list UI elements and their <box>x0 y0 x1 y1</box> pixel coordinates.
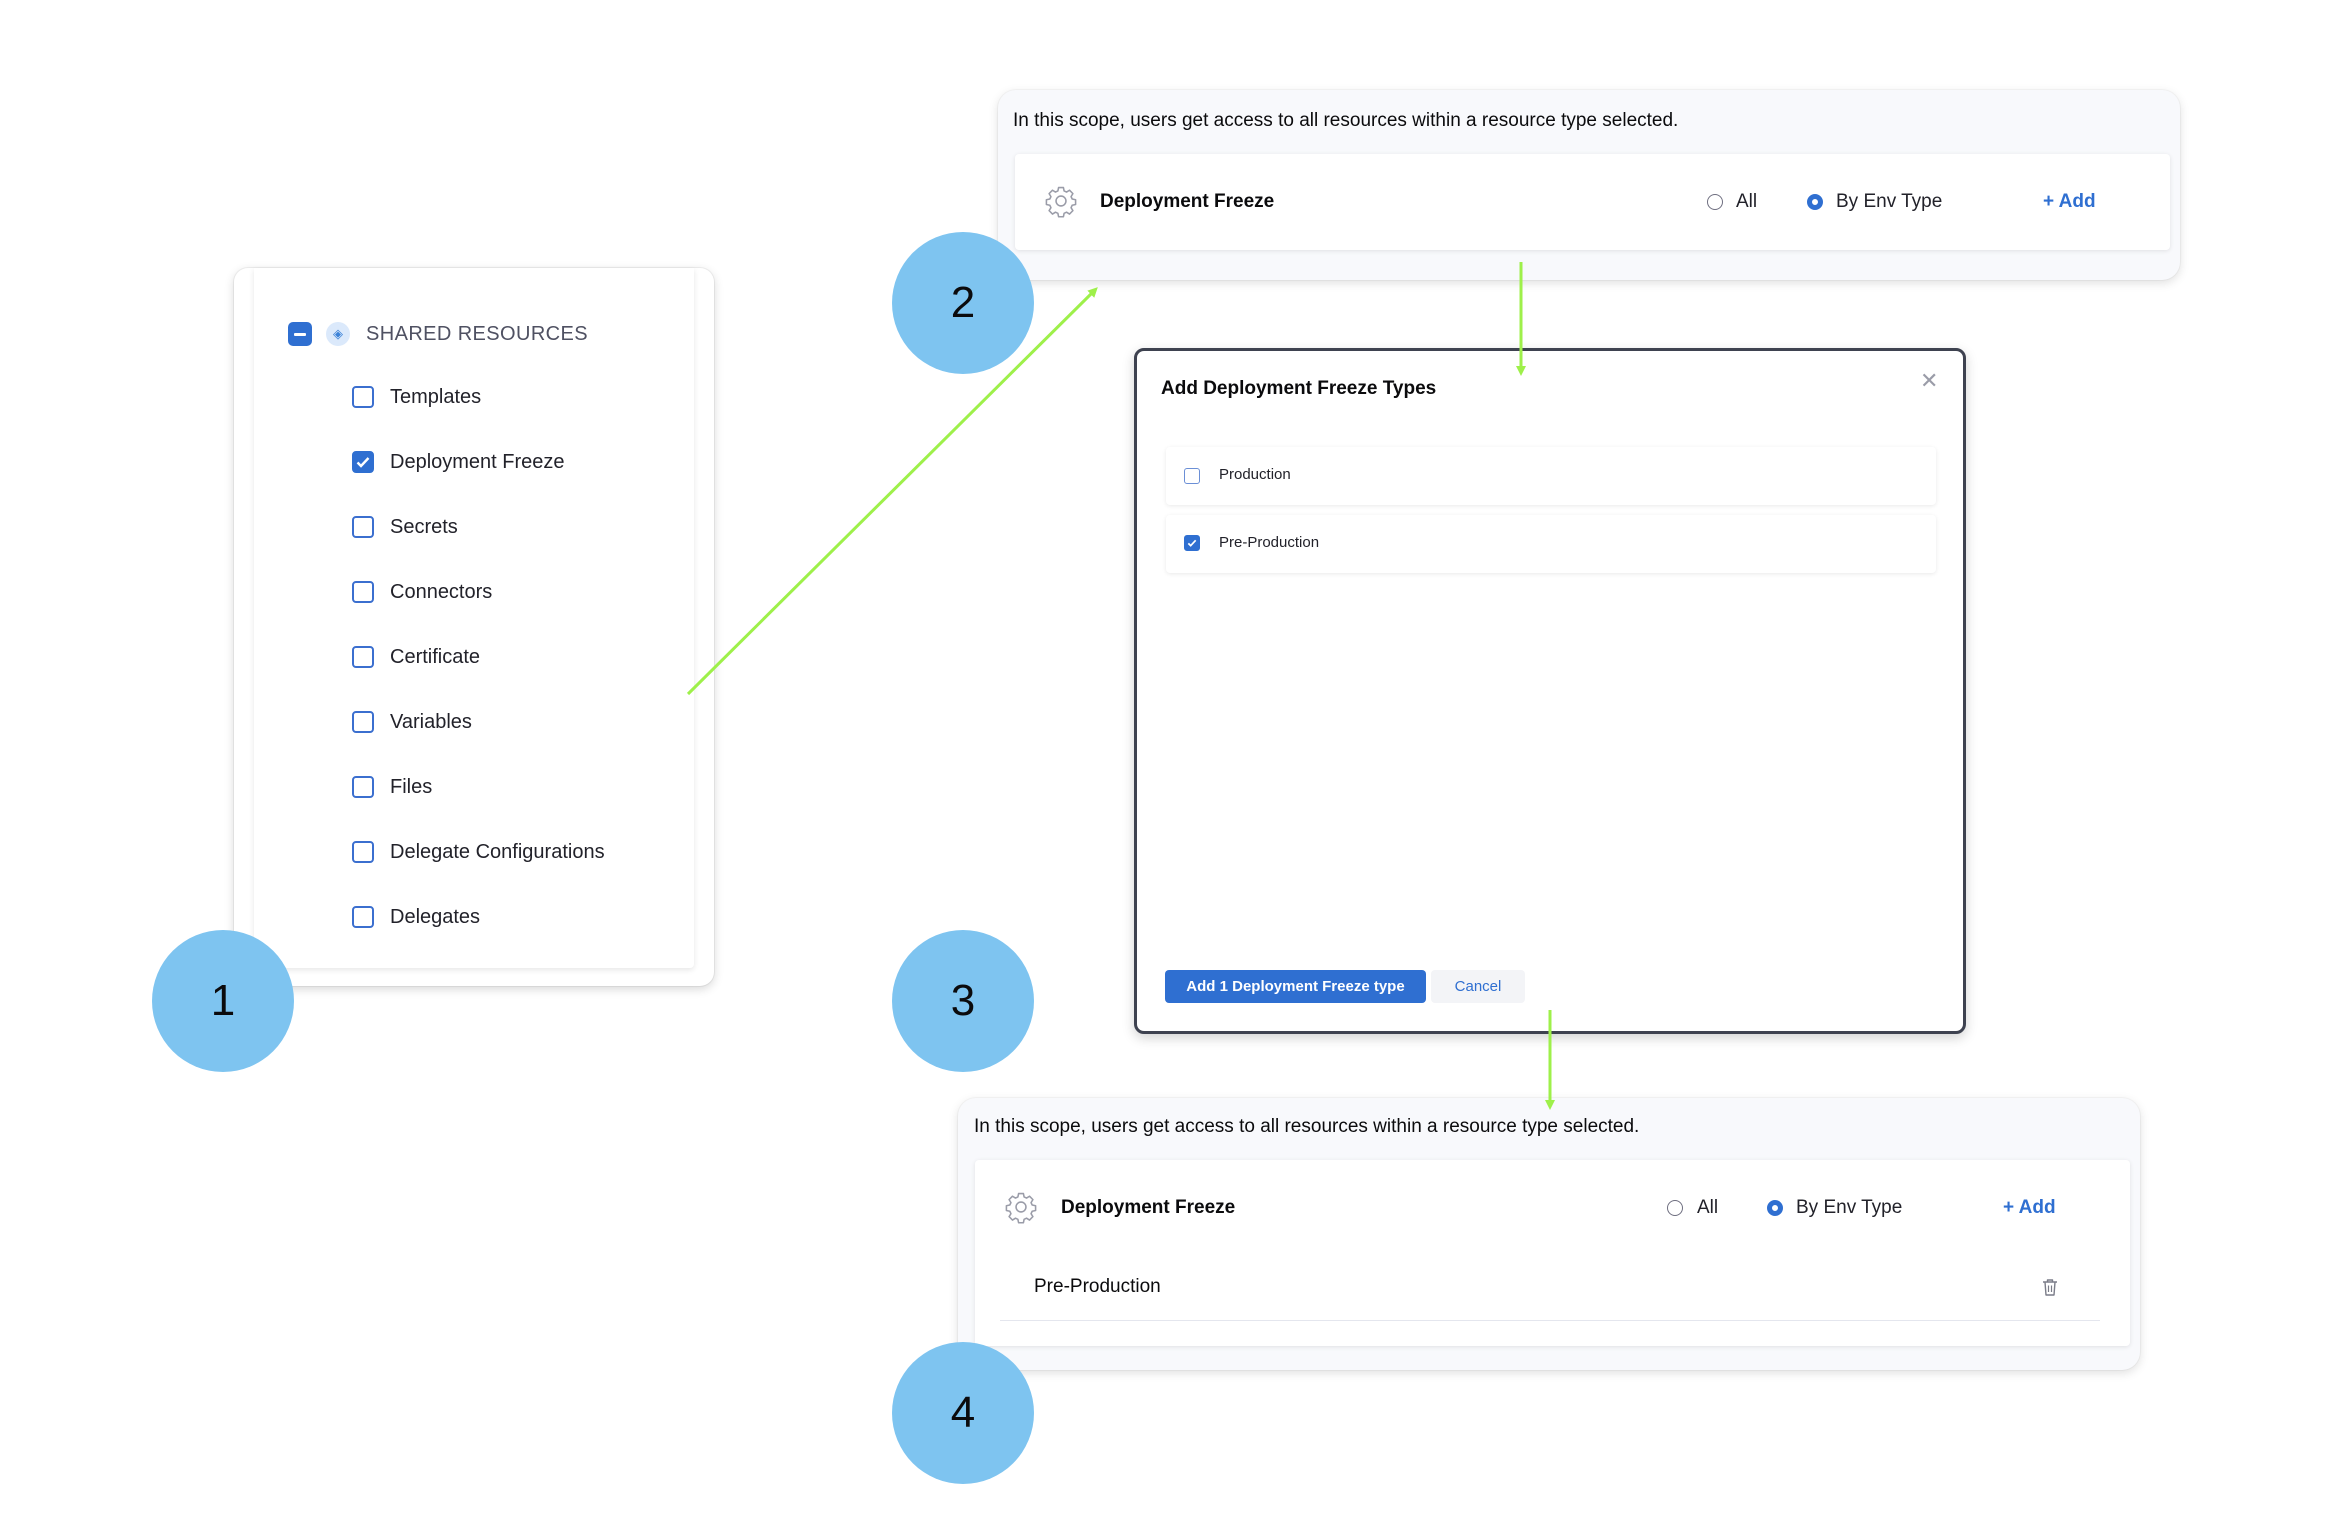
checkbox[interactable] <box>352 906 374 928</box>
shared-resources-list <box>254 268 694 968</box>
resource-item-label: Secrets <box>390 515 458 538</box>
resource-card <box>1015 154 2170 250</box>
add-button[interactable]: + Add <box>2043 191 2096 212</box>
resource-item-label: Delegates <box>390 905 481 928</box>
resource-name: Deployment Freeze <box>1061 1197 1236 1218</box>
resource-item-templates[interactable]: Templates <box>352 382 481 412</box>
checkbox-checked[interactable] <box>352 451 374 473</box>
modal-title: Add Deployment Freeze Types <box>1161 378 1437 399</box>
collapse-toggle-icon[interactable] <box>288 322 312 346</box>
checkbox[interactable] <box>352 776 374 798</box>
add-button[interactable]: + Add <box>2003 1197 2056 1218</box>
resource-item-label: Deployment Freeze <box>390 450 565 473</box>
scope-description: In this scope, users get access to all r… <box>1013 110 1679 131</box>
step-4-badge: 4 <box>892 1342 1034 1484</box>
step-2-badge: 2 <box>892 232 1034 374</box>
resource-item-label: Connectors <box>390 580 493 603</box>
radio-all[interactable] <box>1667 1200 1683 1216</box>
radio-by-env-type[interactable] <box>1807 194 1823 210</box>
shared-resources-label: SHARED RESOURCES <box>366 322 588 345</box>
checkbox-checked[interactable] <box>1184 535 1200 551</box>
resource-card <box>975 1160 2130 1346</box>
resource-item-label: Delegate Configurations <box>390 840 605 863</box>
radio-by-env-type[interactable] <box>1767 1200 1783 1216</box>
checkbox[interactable] <box>352 516 374 538</box>
radio-by-env-type-label: By Env Type <box>1836 191 1943 212</box>
checkbox[interactable] <box>352 386 374 408</box>
shared-resources-panel <box>234 268 714 986</box>
resource-item-deployment-freeze[interactable]: Deployment Freeze <box>352 447 565 477</box>
close-icon[interactable]: ✕ <box>1920 368 1939 393</box>
arrow-1-to-2 <box>686 287 1098 696</box>
cancel-button[interactable]: Cancel <box>1431 970 1525 1003</box>
checkbox[interactable] <box>352 841 374 863</box>
gear-icon <box>1005 1192 1037 1224</box>
shared-resources-header[interactable]: ◈ SHARED RESOURCES <box>288 318 588 350</box>
resource-item-files[interactable]: Files <box>352 772 432 802</box>
option-pre-production[interactable] <box>1166 515 1936 573</box>
scope-description: In this scope, users get access to all r… <box>974 1116 1640 1137</box>
step-3-badge: 3 <box>892 930 1034 1072</box>
resource-item-label: Certificate <box>390 645 481 668</box>
row-divider <box>1000 1320 2100 1321</box>
radio-all-label: All <box>1697 1197 1719 1218</box>
resource-name: Deployment Freeze <box>1100 191 1275 212</box>
resource-item-certificate[interactable]: Certificate <box>352 642 480 672</box>
shared-resources-icon: ◈ <box>326 322 350 346</box>
resource-item-delegate-configurations[interactable]: Delegate Configurations <box>352 837 605 867</box>
resource-item-secrets[interactable]: Secrets <box>352 512 458 542</box>
resource-item-connectors[interactable]: Connectors <box>352 577 492 607</box>
resource-item-variables[interactable]: Variables <box>352 707 472 737</box>
radio-all-label: All <box>1736 191 1758 212</box>
resource-item-label: Variables <box>390 710 472 733</box>
resource-item-delegates[interactable]: Delegates <box>352 902 480 932</box>
resource-item-label: Templates <box>390 385 482 408</box>
option-label: Pre-Production <box>1219 534 1320 551</box>
option-label: Production <box>1219 466 1291 483</box>
gear-icon <box>1045 186 1077 218</box>
option-production[interactable] <box>1166 447 1936 505</box>
selected-env-type-row: Pre-Production <box>1034 1276 1161 1297</box>
radio-all[interactable] <box>1707 194 1723 210</box>
checkbox[interactable] <box>1184 468 1200 484</box>
resource-item-label: Files <box>390 775 433 798</box>
add-freeze-type-button[interactable]: Add 1 Deployment Freeze type <box>1165 970 1426 1003</box>
trash-icon[interactable] <box>2041 1277 2059 1297</box>
checkbox[interactable] <box>352 646 374 668</box>
step-1-badge: 1 <box>152 930 294 1072</box>
checkbox[interactable] <box>352 581 374 603</box>
radio-by-env-type-label: By Env Type <box>1796 1197 1903 1218</box>
checkbox[interactable] <box>352 711 374 733</box>
